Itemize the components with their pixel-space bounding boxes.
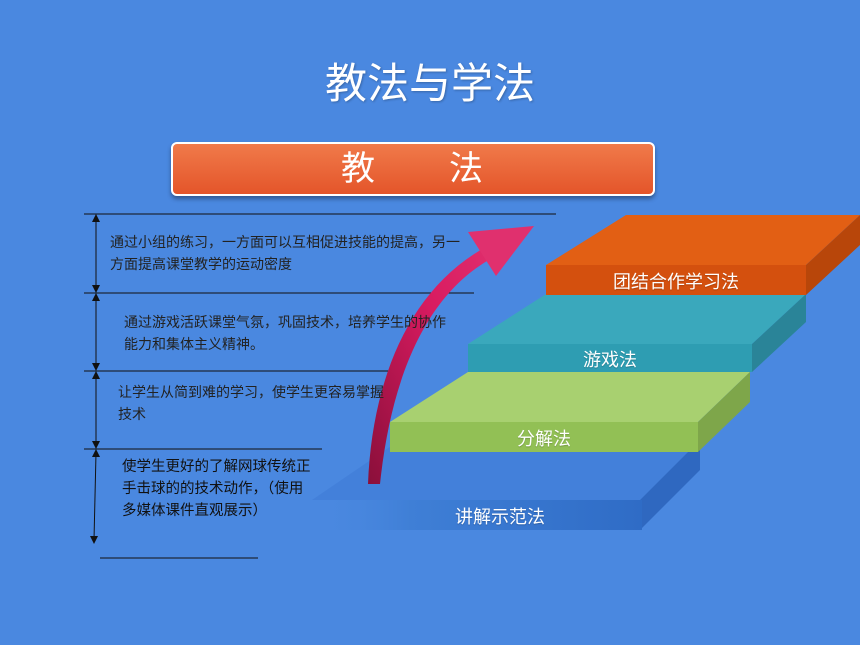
step-label-decomposition: 分解法 xyxy=(517,429,571,450)
bracket-lines xyxy=(84,213,556,559)
section-banner: 教 法 xyxy=(171,142,655,196)
bracket-arrowheads xyxy=(90,214,100,544)
note-game-method: 通过游戏活跃课堂气氛，巩固技术，培养学生的协作能力和集体主义精神。 xyxy=(124,315,446,353)
step-label-demonstration: 讲解示范法 xyxy=(455,507,545,528)
note-group-practice: 通过小组的练习，一方面可以互相促进技能的提高，另一方面提高课堂教学的运动密度 xyxy=(110,235,460,273)
note-progressive-learning: 让学生从简到难的学习，使学生更容易掌握技术 xyxy=(118,385,384,423)
step-label-game: 游戏法 xyxy=(583,350,637,371)
step-2-block xyxy=(468,294,806,372)
step-3-block xyxy=(390,372,750,452)
step-label-teamwork: 团结合作学习法 xyxy=(613,272,739,293)
slide-title: 教法与学法 xyxy=(324,59,535,108)
step-1-block xyxy=(546,215,860,295)
step-4-block xyxy=(312,440,700,530)
curved-arrow xyxy=(368,226,534,484)
note-multimedia-demo: 使学生更好的了解网球传统正手击球的的技术动作，（使用多媒体课件直观展示） xyxy=(122,459,311,519)
